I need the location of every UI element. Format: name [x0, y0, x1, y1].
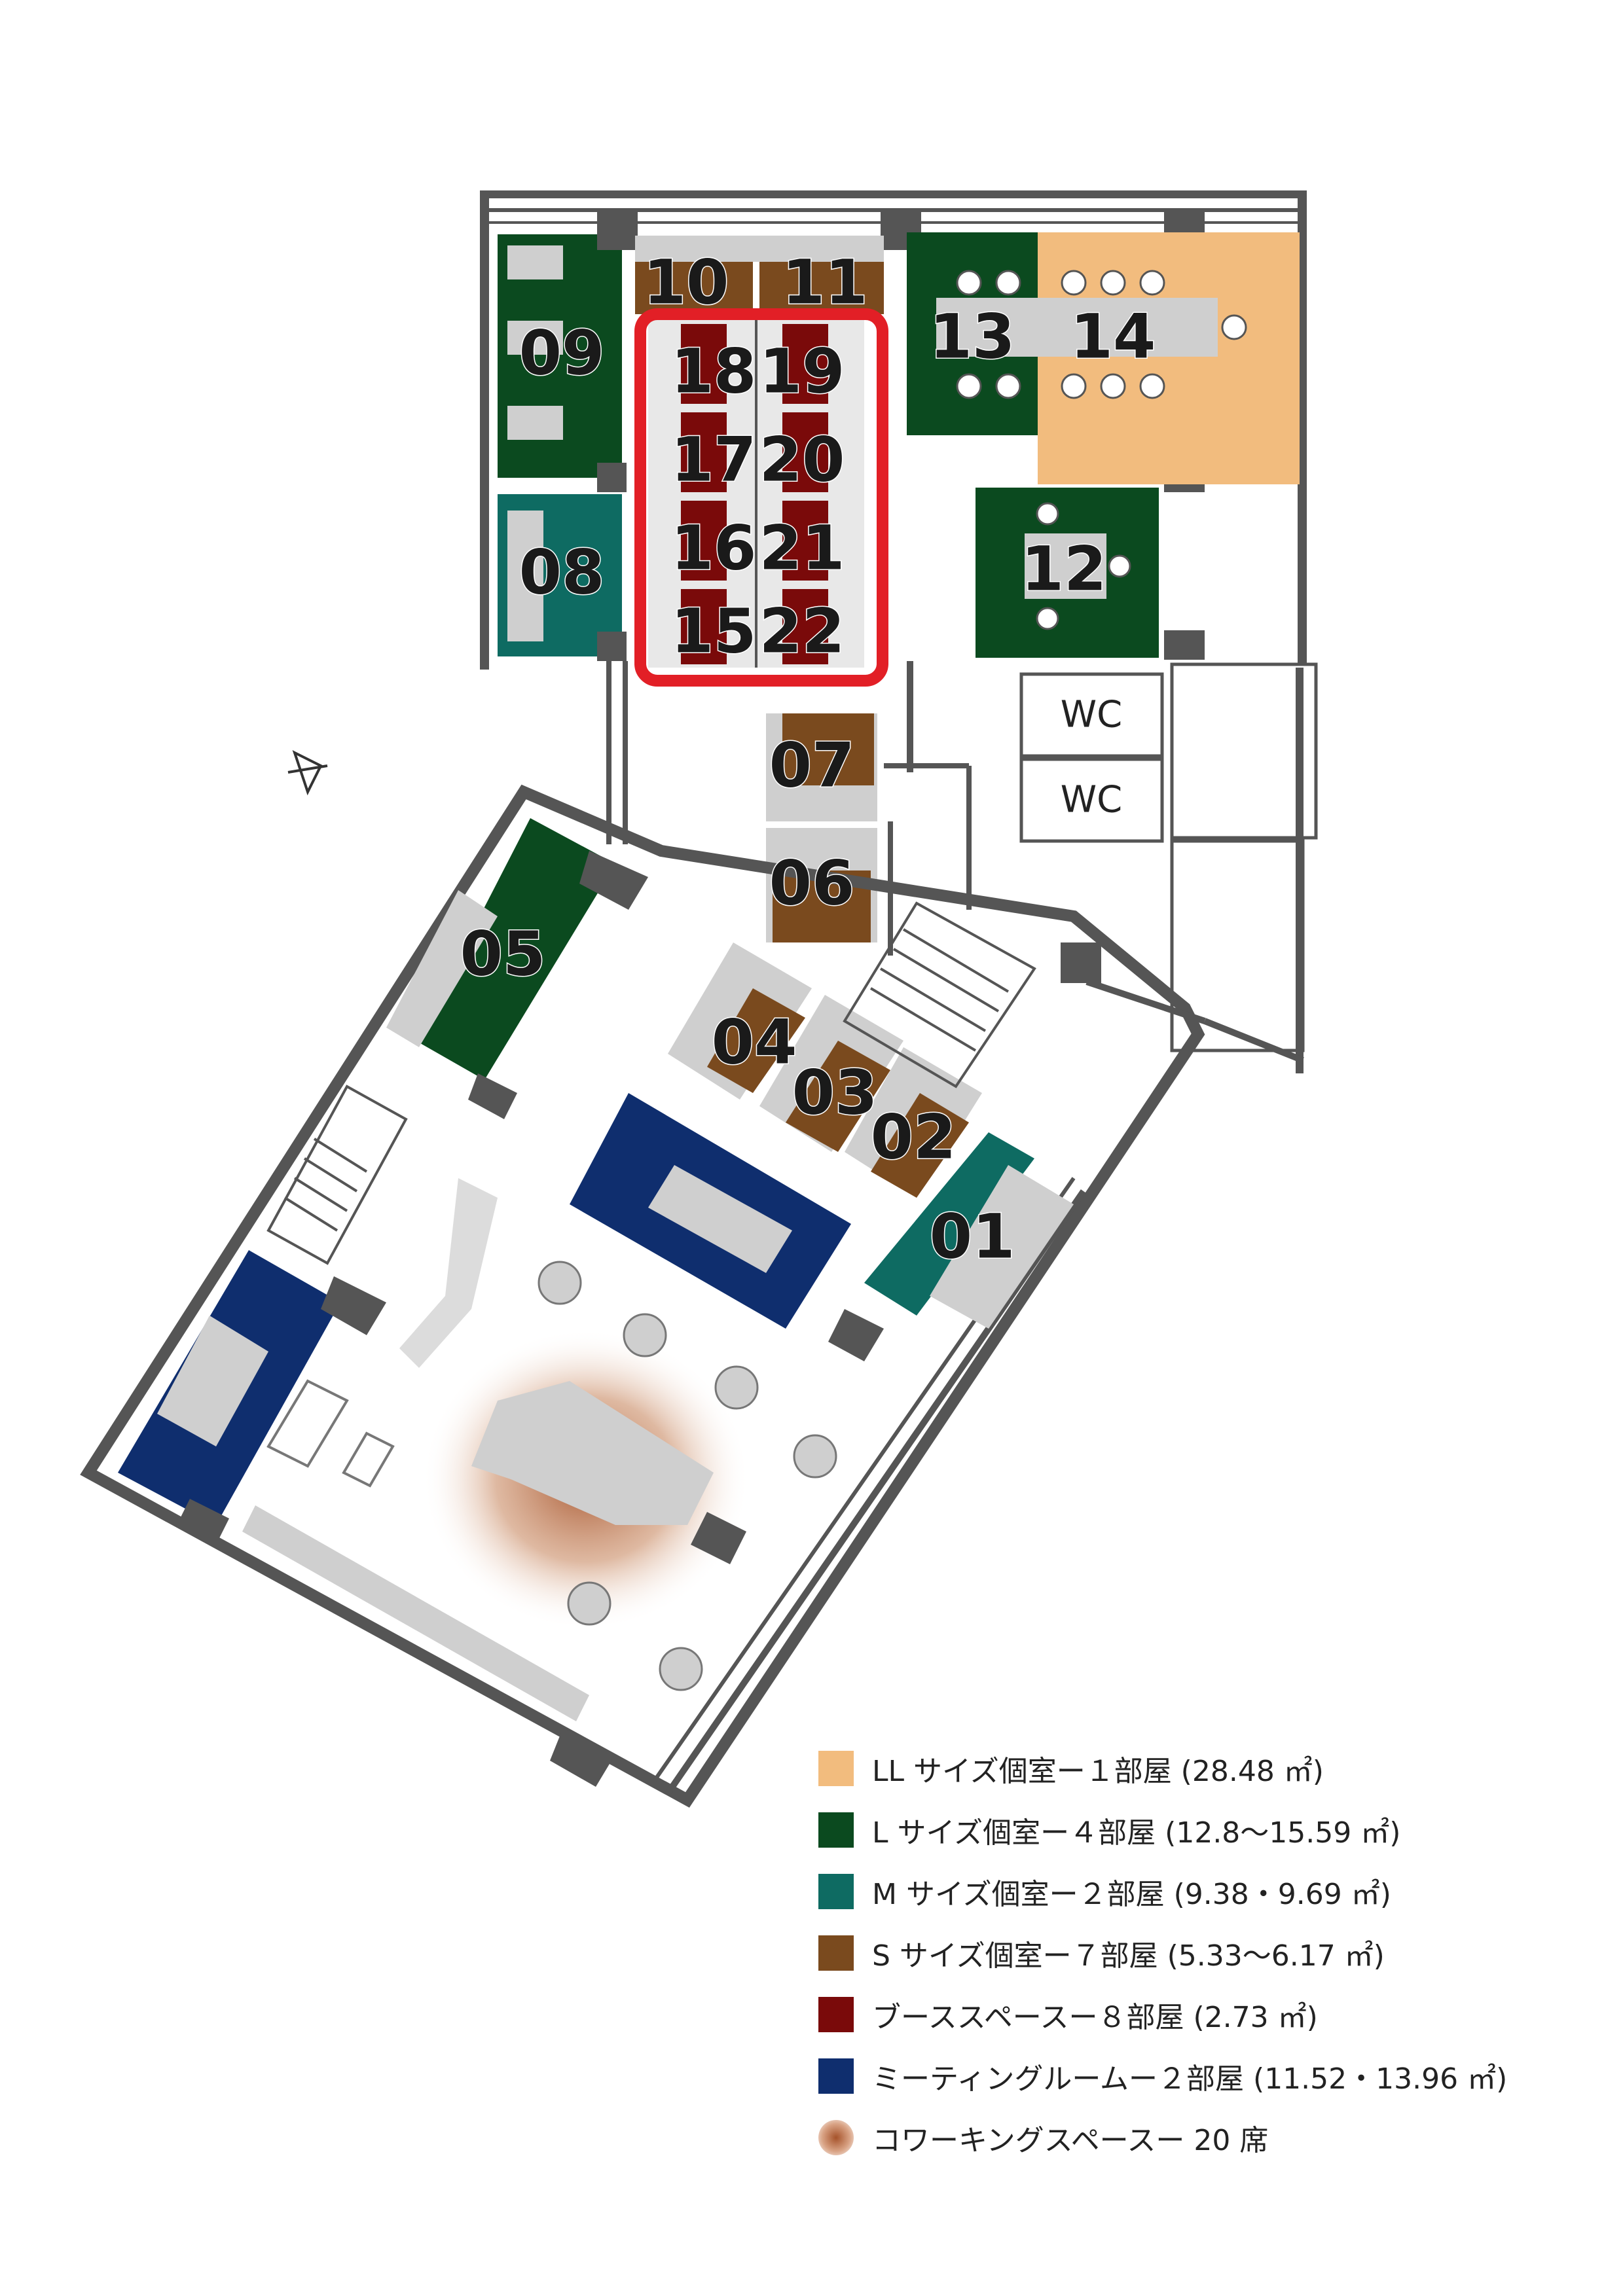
legend-swatch: [818, 1874, 854, 1909]
room-10[interactable]: [635, 262, 753, 314]
legend-swatch: [818, 1751, 854, 1786]
label-22: 22: [759, 596, 845, 668]
room-labels: 09 08 10 11 18 19 17 20 16 21 15 22 13 1…: [459, 246, 1157, 1274]
wc-1[interactable]: [1019, 672, 1164, 758]
booth-16[interactable]: [681, 501, 727, 581]
label-13: 13: [930, 302, 1015, 373]
booth-15[interactable]: [681, 589, 727, 664]
booth-21[interactable]: [782, 501, 828, 581]
legend-item-ll: LL サイズ個室ー１部屋 (28.48 ㎡): [818, 1738, 1604, 1799]
label-15: 15: [671, 596, 757, 668]
label-07: 07: [769, 730, 855, 802]
legend-label: M サイズ個室ー２部屋 (9.38・9.69 ㎡): [872, 1878, 1391, 1911]
room-04[interactable]: [707, 988, 805, 1093]
label-01: 01: [930, 1202, 1015, 1273]
label-02: 02: [871, 1102, 957, 1174]
legend-label: コワーキングスペースー 20 席: [872, 2124, 1269, 2157]
label-06: 06: [769, 848, 855, 920]
room-02[interactable]: [871, 1093, 969, 1198]
room-03[interactable]: [786, 1041, 890, 1152]
label-19: 19: [759, 336, 845, 408]
lower-wing: [80, 784, 1304, 1808]
legend-swatch: [818, 1812, 854, 1848]
label-11: 11: [782, 247, 868, 319]
booth-18[interactable]: [681, 324, 727, 404]
booth-19[interactable]: [782, 324, 828, 404]
legend-item-coworking: コワーキングスペースー 20 席: [818, 2107, 1604, 2168]
room-07[interactable]: [782, 713, 874, 785]
room-01[interactable]: [864, 1132, 1034, 1316]
upper-wing: [480, 190, 1318, 1073]
legend-label: LL サイズ個室ー１部屋 (28.48 ㎡): [872, 1755, 1324, 1788]
legend-label: S サイズ個室ー７部屋 (5.33〜6.17 ㎡): [872, 1939, 1385, 1973]
legend-label: L サイズ個室ー４部屋 (12.8〜15.59 ㎡): [872, 1816, 1401, 1850]
label-14: 14: [1070, 302, 1156, 373]
label-21: 21: [759, 513, 845, 584]
label-04: 04: [712, 1007, 797, 1079]
legend: LL サイズ個室ー１部屋 (28.48 ㎡) L サイズ個室ー４部屋 (12.8…: [818, 1738, 1604, 2168]
legend-swatch: [818, 1997, 854, 2032]
room-05[interactable]: [416, 818, 615, 1080]
label-18: 18: [671, 336, 757, 408]
legend-item-l: L サイズ個室ー４部屋 (12.8〜15.59 ㎡): [818, 1799, 1604, 1861]
room-11[interactable]: [759, 262, 884, 314]
north-arrow-icon: [287, 750, 328, 796]
legend-item-m: M サイズ個室ー２部屋 (9.38・9.69 ㎡): [818, 1861, 1604, 1922]
label-17: 17: [671, 425, 757, 496]
legend-item-booth: ブーススペースー８部屋 (2.73 ㎡): [818, 1984, 1604, 2045]
wc-label-1: WC: [1061, 694, 1122, 736]
legend-label: ミーティングルームー２部屋 (11.52・13.96 ㎡): [872, 2062, 1508, 2096]
label-05: 05: [460, 919, 546, 990]
label-10: 10: [644, 247, 729, 319]
wc-label-2: WC: [1061, 779, 1122, 821]
label-20: 20: [759, 425, 845, 496]
legend-label: ブーススペースー８部屋 (2.73 ㎡): [872, 2001, 1318, 2034]
wc-2[interactable]: [1019, 757, 1164, 843]
highlight-booth-area: [634, 308, 888, 687]
legend-swatch: [818, 2058, 854, 2094]
label-08: 08: [519, 537, 605, 609]
booth-17[interactable]: [681, 412, 727, 492]
label-09: 09: [519, 318, 605, 389]
label-16: 16: [671, 513, 757, 584]
label-03: 03: [792, 1058, 878, 1129]
radial-dot-icon: [818, 2120, 854, 2155]
legend-swatch: [818, 1935, 854, 1971]
legend-item-s: S サイズ個室ー７部屋 (5.33〜6.17 ㎡): [818, 1922, 1604, 1984]
legend-item-meeting: ミーティングルームー２部屋 (11.52・13.96 ㎡): [818, 2045, 1604, 2107]
label-12: 12: [1021, 534, 1107, 605]
booth-22[interactable]: [782, 589, 828, 664]
booth-20[interactable]: [782, 412, 828, 492]
